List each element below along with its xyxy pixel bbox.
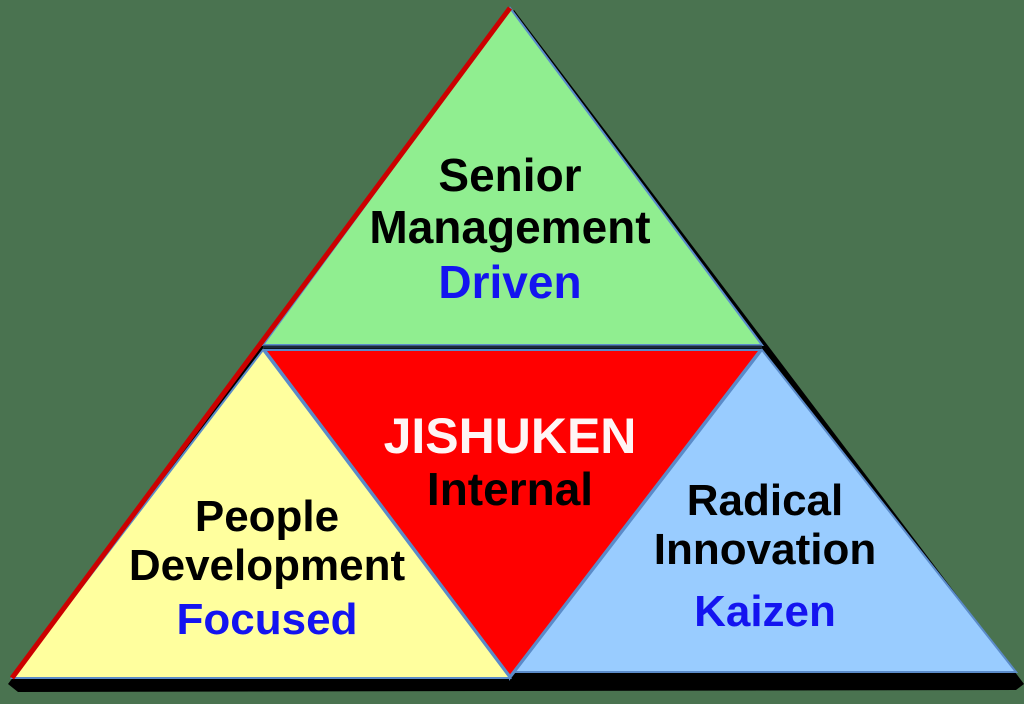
section-top-label: Senior Management Driven (330, 149, 690, 309)
section-center-label: JISHUKEN Internal (330, 408, 690, 516)
section-right-label: Radical Innovation Kaizen (610, 476, 920, 636)
section-left-shape (9, 348, 513, 679)
left-accent: Focused (176, 594, 358, 644)
left-line-2: Development (128, 541, 406, 591)
center-title: JISHUKEN (383, 408, 637, 464)
right-line-1: Radical (686, 476, 844, 525)
right-line-2: Innovation (653, 525, 877, 575)
top-line-1: Senior (438, 149, 582, 201)
right-accent: Kaizen (694, 586, 836, 636)
left-line-1: People (194, 492, 340, 541)
section-center-shape (262, 349, 763, 678)
top-accent: Driven (438, 256, 582, 309)
section-left-label: People Development Focused (92, 492, 442, 644)
left-edge-accent (9, 6, 513, 680)
center-subtitle: Internal (426, 463, 594, 515)
top-line-2: Management (369, 200, 651, 253)
